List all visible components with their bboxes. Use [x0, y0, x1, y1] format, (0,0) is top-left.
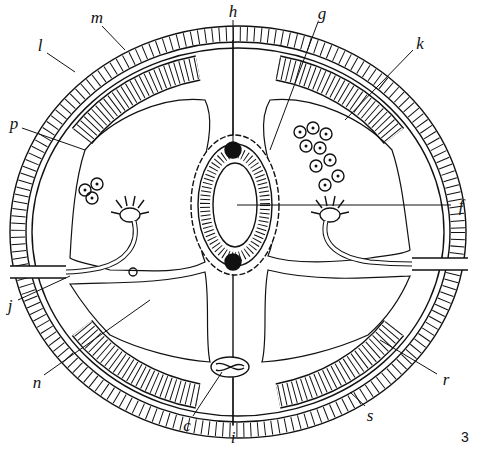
part-letter: r [443, 371, 450, 388]
part-letter: g [318, 5, 327, 22]
part-letter: c [183, 417, 191, 434]
leader-lines [18, 20, 451, 426]
part-letter: i [231, 429, 236, 446]
figure-number: 3 [461, 430, 469, 444]
part-letter: m [91, 9, 103, 26]
part-letter: n [33, 374, 42, 391]
part-letter: l [38, 37, 43, 54]
part-letter: f [459, 197, 464, 214]
part-letter: h [229, 3, 238, 20]
part-letter: k [416, 35, 424, 52]
part-letter: s [367, 407, 374, 424]
part-letter: p [10, 115, 19, 132]
part-letter: j [8, 297, 13, 314]
